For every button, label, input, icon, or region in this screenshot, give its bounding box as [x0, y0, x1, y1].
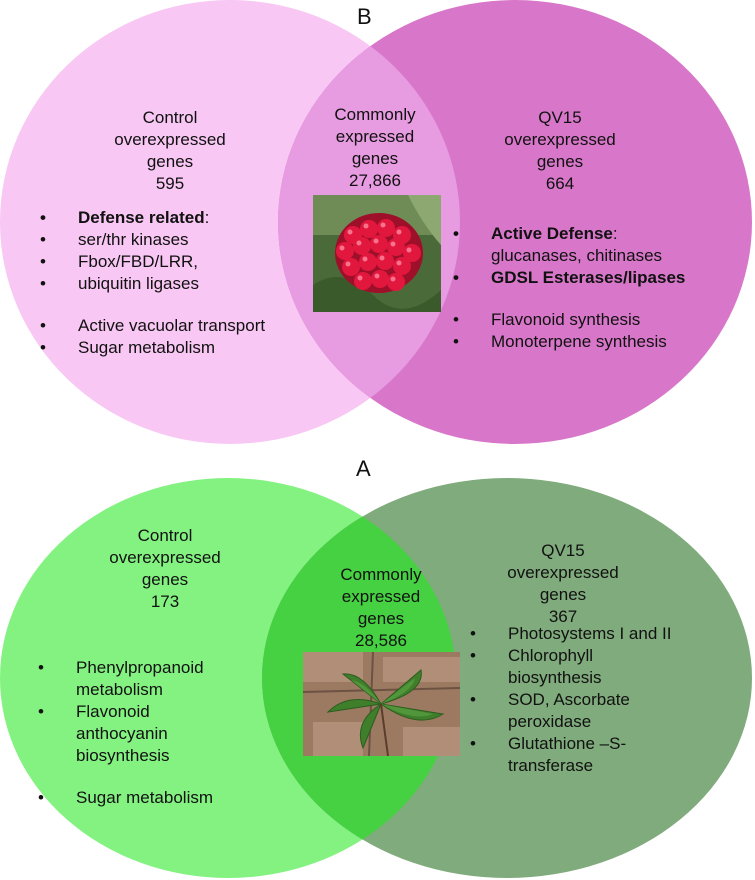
title-line: genes — [539, 585, 587, 604]
list-item: GDSL Esterases/lipases — [453, 267, 743, 289]
panel-b-left-title: Control overexpressed genes 595 — [95, 107, 245, 195]
list-item: Defense related: — [40, 207, 330, 229]
list-item: Photosystems I and II — [470, 623, 750, 645]
list-item: Phenylpropanoid — [38, 657, 268, 679]
gene-count: 664 — [545, 174, 575, 193]
panel-a-overlap — [262, 478, 456, 878]
title-line: Commonly — [334, 105, 416, 124]
title-line: QV15 — [538, 108, 582, 127]
raspberry-leaf-photo — [303, 652, 460, 756]
panel-a-left-title: Control overexpressed genes 173 — [90, 525, 240, 613]
list-item: Active vacuolar transport — [40, 315, 330, 337]
panel-a-right-title: QV15 overexpressed genes 367 — [488, 540, 638, 628]
list-item: ser/thr kinases — [40, 229, 330, 251]
list-item: Flavonoid — [38, 701, 268, 723]
list-item: Fbox/FBD/LRR, — [40, 251, 330, 273]
list-item: transferase — [508, 756, 594, 775]
panel-a-label: A — [356, 456, 371, 481]
list-item: Monoterpene synthesis — [453, 331, 743, 353]
panel-a-left-list: Phenylpropanoid metabolism Flavonoid ant… — [38, 657, 268, 809]
title-line: genes — [141, 570, 189, 589]
panel-a-center-title: Commonly expressed genes 28,586 — [306, 564, 456, 652]
title-line: genes — [536, 152, 584, 171]
title-line: overexpressed — [114, 130, 226, 149]
gene-count: 27,866 — [349, 171, 401, 190]
gene-count: 595 — [155, 174, 185, 193]
list-item: Sugar metabolism — [38, 787, 268, 809]
panel-b-right-title: QV15 overexpressed genes 664 — [485, 107, 635, 195]
panel-b-overlap — [278, 0, 460, 444]
gene-count: 367 — [548, 607, 578, 626]
title-line: Control — [137, 526, 193, 545]
title-line: genes — [351, 149, 399, 168]
gene-count: 28,586 — [355, 631, 407, 650]
panel-a-right-list: Photosystems I and II Chlorophyll biosyn… — [470, 623, 750, 777]
title-line: genes — [146, 152, 194, 171]
gene-count: 173 — [150, 592, 180, 611]
list-item: Glutathione –S- — [470, 733, 750, 755]
list-item: metabolism — [76, 680, 163, 699]
panel-b-right-list: Active Defense: glucanases, chitinases G… — [453, 223, 743, 353]
panel-b-center-title: Commonly expressed genes 27,866 — [300, 104, 450, 192]
list-item: Chlorophyll — [470, 645, 750, 667]
list-item: ubiquitin ligases — [40, 273, 330, 295]
list-item: anthocyanin — [76, 724, 168, 743]
panel-b-label: B — [357, 4, 372, 29]
list-item: Flavonoid synthesis — [453, 309, 743, 331]
panel-b-left-list: Defense related: ser/thr kinases Fbox/FB… — [40, 207, 330, 359]
list-item: biosynthesis — [76, 746, 170, 765]
title-line: overexpressed — [507, 563, 619, 582]
list-item: biosynthesis — [508, 668, 602, 687]
list-item: Sugar metabolism — [40, 337, 330, 359]
title-line: genes — [357, 609, 405, 628]
title-line: Commonly — [340, 565, 422, 584]
title-line: Control — [142, 108, 198, 127]
title-line: QV15 — [541, 541, 585, 560]
list-item: glucanases, chitinases — [491, 246, 663, 265]
list-item: Active Defense: — [453, 223, 743, 245]
list-item: peroxidase — [508, 712, 592, 731]
title-line: expressed — [341, 587, 421, 606]
title-line: overexpressed — [504, 130, 616, 149]
raspberry-fruit-photo — [313, 195, 441, 312]
title-line: expressed — [335, 127, 415, 146]
list-item: SOD, Ascorbate — [470, 689, 750, 711]
title-line: overexpressed — [109, 548, 221, 567]
